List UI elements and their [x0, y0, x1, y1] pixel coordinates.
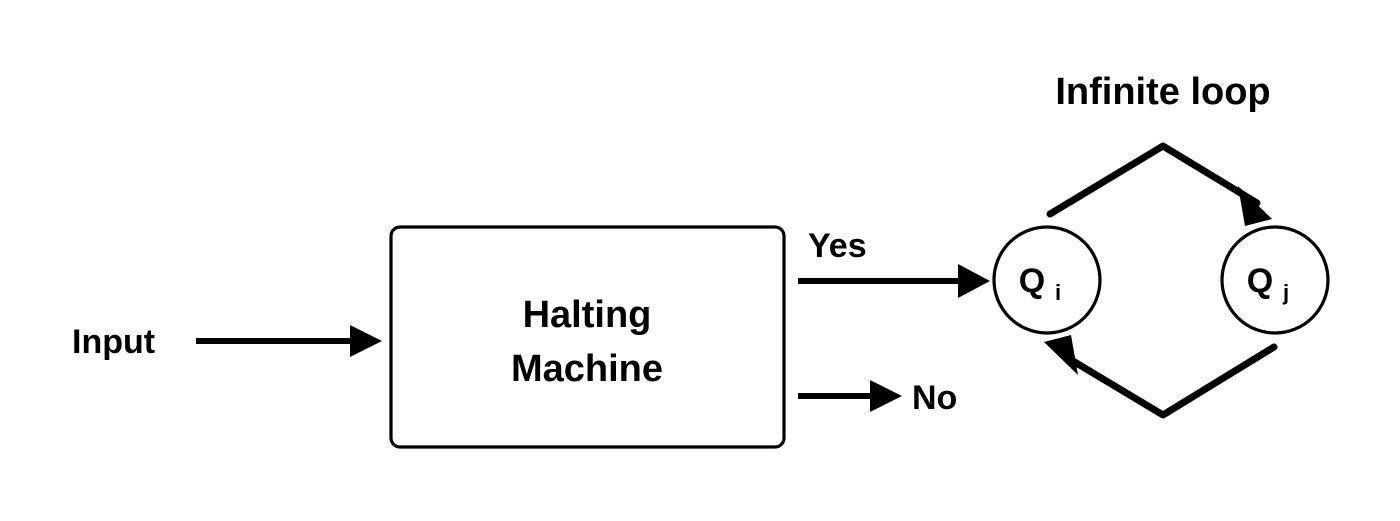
loop-arrow-bottom-head-icon [1044, 335, 1078, 375]
yes-arrow-head-icon [958, 264, 990, 298]
no-label: No [912, 379, 957, 417]
no-arrow-head-icon [870, 380, 902, 412]
state-circle-qi[interactable] [992, 225, 1102, 335]
loop-arrow-top-head-icon [1238, 186, 1272, 226]
yes-branch-arrow [798, 264, 990, 298]
state-label-qi: Q i [1019, 262, 1061, 305]
state-circle-qj[interactable] [1220, 225, 1330, 335]
loop-arrow-bottom-shaft [1064, 343, 1278, 419]
no-branch-arrow [798, 380, 902, 412]
input-arrow [196, 325, 382, 357]
infinite-loop-title: Infinite loop [1055, 71, 1270, 113]
loop-arrow-bottom [1044, 335, 1278, 419]
state-qi-subscript: i [1055, 280, 1061, 305]
input-label: Input [72, 323, 155, 361]
input-arrow-head-icon [350, 325, 382, 357]
state-qj-letter: Q [1247, 262, 1273, 300]
yes-label: Yes [808, 227, 867, 265]
loop-arrow-top-shaft [1046, 142, 1261, 218]
state-qj-subscript: j [1282, 280, 1289, 305]
halting-machine-box[interactable] [389, 225, 786, 449]
halting-machine-label-line1: Halting [523, 294, 652, 336]
loop-arrow-top [1046, 142, 1272, 226]
state-qi-letter: Q [1019, 262, 1045, 300]
state-label-qj: Q j [1247, 262, 1289, 305]
halting-machine-label-line2: Machine [511, 348, 663, 390]
